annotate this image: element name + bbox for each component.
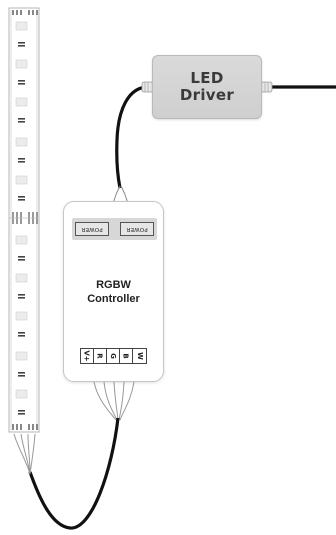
strip-end-contact	[32, 424, 34, 430]
resistor-mark	[18, 332, 25, 334]
led-pad	[15, 273, 28, 283]
led-pad	[15, 21, 28, 31]
strip-end-contact	[28, 10, 30, 15]
resistor-mark	[18, 256, 25, 258]
resistor-mark	[18, 335, 25, 337]
controller-title: RGBW Controller	[64, 278, 163, 306]
led-driver: LED Driver	[152, 55, 262, 119]
strip-end-contact	[20, 424, 22, 430]
resistor-mark	[18, 118, 25, 120]
led-pad	[15, 235, 28, 245]
power-terminal-strip: POWER POWER	[72, 218, 157, 240]
driver-connector-right	[260, 81, 273, 93]
driver-label-line2: Driver	[179, 86, 235, 104]
led-pad	[15, 311, 28, 321]
resistor-mark	[18, 45, 25, 47]
output-terminal-block: V+ R G B W	[80, 348, 147, 364]
resistor-mark	[18, 259, 25, 261]
resistor-mark	[18, 121, 25, 123]
led-strip	[8, 7, 40, 433]
strip-feed-cable	[28, 417, 120, 530]
strip-end-contact	[28, 424, 30, 430]
power-label-right: POWER	[120, 222, 154, 236]
resistor-mark	[18, 161, 25, 163]
resistor-mark	[18, 294, 25, 296]
resistor-mark	[18, 42, 25, 44]
resistor-mark	[18, 199, 25, 201]
led-pad	[15, 137, 28, 147]
rgbw-controller: POWER POWER RGBW Controller V+ R G B W	[63, 201, 164, 382]
strip-end-contact	[12, 424, 14, 430]
led-pad	[15, 59, 28, 69]
led-pad	[15, 351, 28, 361]
terminal-v-plus: V+	[81, 349, 94, 363]
resistor-mark	[18, 80, 25, 82]
terminal-r: R	[94, 349, 107, 363]
controller-output-wires	[93, 381, 135, 421]
resistor-mark	[18, 410, 25, 412]
resistor-mark	[18, 372, 25, 374]
strip-end-contact	[36, 424, 38, 430]
driver-output-cable	[115, 85, 148, 189]
controller-title-line1: RGBW	[96, 279, 131, 291]
strip-end-contact	[12, 10, 14, 15]
strip-feed-wires	[13, 433, 36, 475]
resistor-mark	[18, 297, 25, 299]
terminal-g: G	[107, 349, 120, 363]
resistor-mark	[18, 158, 25, 160]
led-pad	[15, 389, 28, 399]
driver-label-line1: LED	[190, 69, 224, 87]
resistor-mark	[18, 196, 25, 198]
resistor-mark	[18, 375, 25, 377]
resistor-mark	[18, 83, 25, 85]
strip-end-contact	[36, 10, 38, 15]
power-label-left: POWER	[75, 222, 109, 236]
strip-end-contact	[20, 10, 22, 15]
terminal-w: W	[135, 352, 144, 360]
controller-title-line2: Controller	[87, 293, 140, 305]
resistor-mark	[18, 413, 25, 415]
led-pad	[15, 97, 28, 107]
led-pad	[15, 175, 28, 185]
terminal-b: B	[120, 349, 133, 363]
strip-end-contact	[32, 10, 34, 15]
strip-end-contact	[16, 10, 18, 15]
strip-end-contact	[16, 424, 18, 430]
